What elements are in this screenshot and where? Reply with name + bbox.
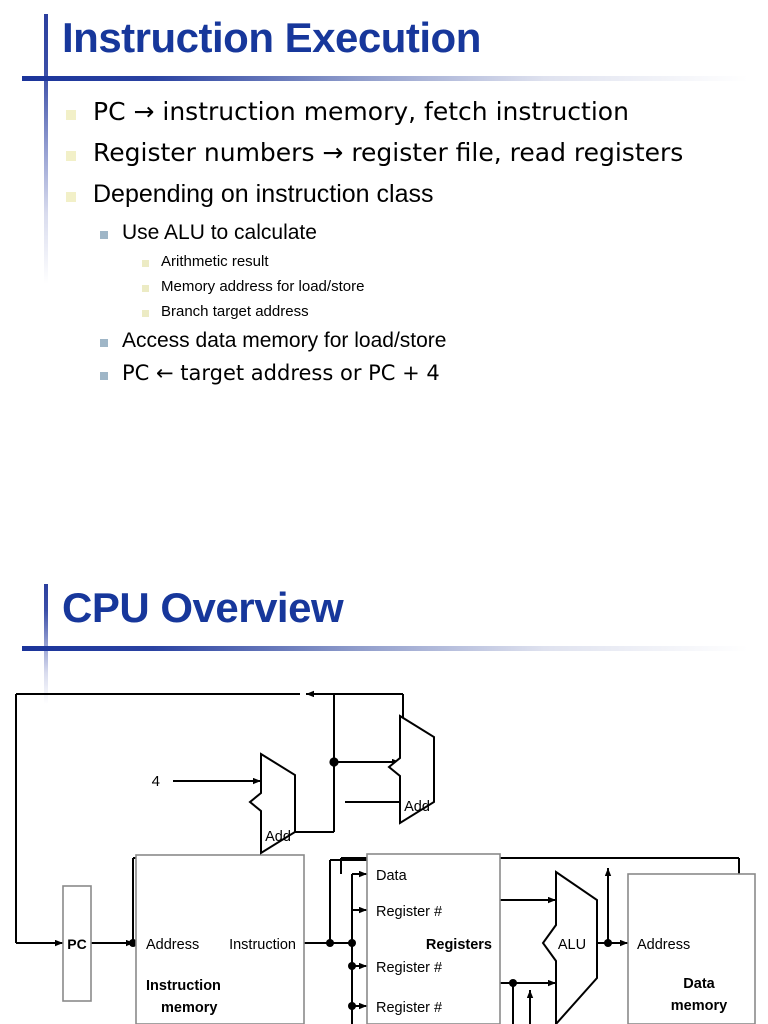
bullet-square-icon — [66, 110, 76, 120]
imem-address-port-label: Address — [146, 937, 199, 953]
bullet-square-icon — [142, 260, 149, 268]
bullet-square-icon — [142, 310, 149, 318]
slide-instruction-execution: Instruction Execution PC → instruction m… — [0, 0, 768, 394]
dmem-name-line2: memory — [671, 998, 727, 1014]
bullet-square-icon — [142, 285, 149, 293]
pc-plus-4-adder-shape — [248, 752, 296, 855]
bullet-text: Branch target address — [161, 303, 309, 321]
bullet-text: PC ← target address or PC + 4 — [122, 361, 440, 386]
bullet-text: Use ALU to calculate — [122, 221, 317, 244]
title-vertical-accent-line — [44, 14, 48, 284]
bullet-text: Access data memory for load/store — [122, 329, 447, 353]
dmem-name-line1: Data — [683, 976, 715, 992]
right-adder-label: Add — [404, 799, 430, 815]
register-file-box — [366, 853, 501, 1024]
junction-dot — [509, 979, 517, 987]
bullet-text: Register numbers → register file, read r… — [93, 138, 684, 167]
slide1-bullet-list: PC → instruction memory, fetch instructi… — [0, 96, 768, 394]
title-vertical-accent-line — [44, 584, 48, 704]
list-item: PC → instruction memory, fetch instructi… — [0, 96, 768, 128]
cpu-datapath-diagram: PC Address Instruction Instruction memor… — [0, 678, 768, 1024]
page-title: Instruction Execution — [62, 14, 481, 61]
imem-instruction-port-label: Instruction — [229, 937, 296, 953]
cpu-datapath-svg: PC Address Instruction Instruction memor… — [15, 690, 756, 1024]
title-horizontal-rule — [22, 76, 748, 81]
slide2-title-block: CPU Overview — [0, 570, 768, 704]
data-memory-box — [627, 873, 756, 1024]
slide1-title-block: Instruction Execution — [0, 0, 768, 284]
regfile-name: Registers — [426, 937, 492, 953]
junction-dot — [604, 939, 612, 947]
list-item: Depending on instruction class — [0, 178, 768, 210]
title-horizontal-rule — [22, 646, 748, 651]
regfile-reg3-port-label: Register # — [376, 1000, 442, 1016]
junction-dot — [129, 939, 137, 947]
instruction-memory-box — [135, 854, 305, 1024]
left-adder-label: Add — [265, 829, 291, 845]
alu-shape — [541, 870, 598, 1024]
imem-name-line2: memory — [161, 1000, 217, 1016]
slide-cpu-overview: CPU Overview — [0, 570, 768, 1024]
branch-adder-shape — [387, 714, 435, 825]
list-item: Arithmetic result — [0, 252, 768, 272]
regfile-reg2-port-label: Register # — [376, 960, 442, 976]
regfile-reg1-port-label: Register # — [376, 904, 442, 920]
page-title: CPU Overview — [62, 584, 344, 631]
list-item: PC ← target address or PC + 4 — [0, 360, 768, 387]
bullet-square-icon — [66, 192, 76, 202]
dmem-address-port-label: Address — [637, 937, 690, 953]
junction-dot — [348, 962, 356, 970]
junction-dot — [329, 757, 339, 767]
bullet-square-icon — [100, 372, 108, 381]
pc-label: PC — [67, 936, 86, 952]
list-item: Memory address for load/store — [0, 277, 768, 297]
bullet-text: Depending on instruction class — [93, 180, 434, 208]
bullet-text: PC → instruction memory, fetch instructi… — [93, 97, 629, 126]
list-item: Register numbers → register file, read r… — [0, 137, 768, 169]
list-item: Branch target address — [0, 302, 768, 322]
list-item: Access data memory for load/store — [0, 327, 768, 354]
bullet-text: Memory address for load/store — [161, 278, 365, 296]
pc-register-box — [62, 885, 92, 1002]
bullet-square-icon — [66, 151, 76, 161]
wire-junction-dots — [129, 757, 612, 1010]
bullet-square-icon — [100, 339, 108, 348]
junction-dot — [326, 939, 334, 947]
list-item: Use ALU to calculate — [0, 219, 768, 246]
regfile-data-port-label: Data — [376, 868, 408, 884]
junction-dot — [348, 1002, 356, 1010]
alu-label: ALU — [558, 937, 586, 953]
constant-four-label: 4 — [152, 773, 160, 790]
junction-dot — [348, 939, 356, 947]
bullet-square-icon — [100, 231, 108, 239]
imem-name-line1: Instruction — [146, 978, 221, 994]
bullet-text: Arithmetic result — [161, 253, 269, 271]
